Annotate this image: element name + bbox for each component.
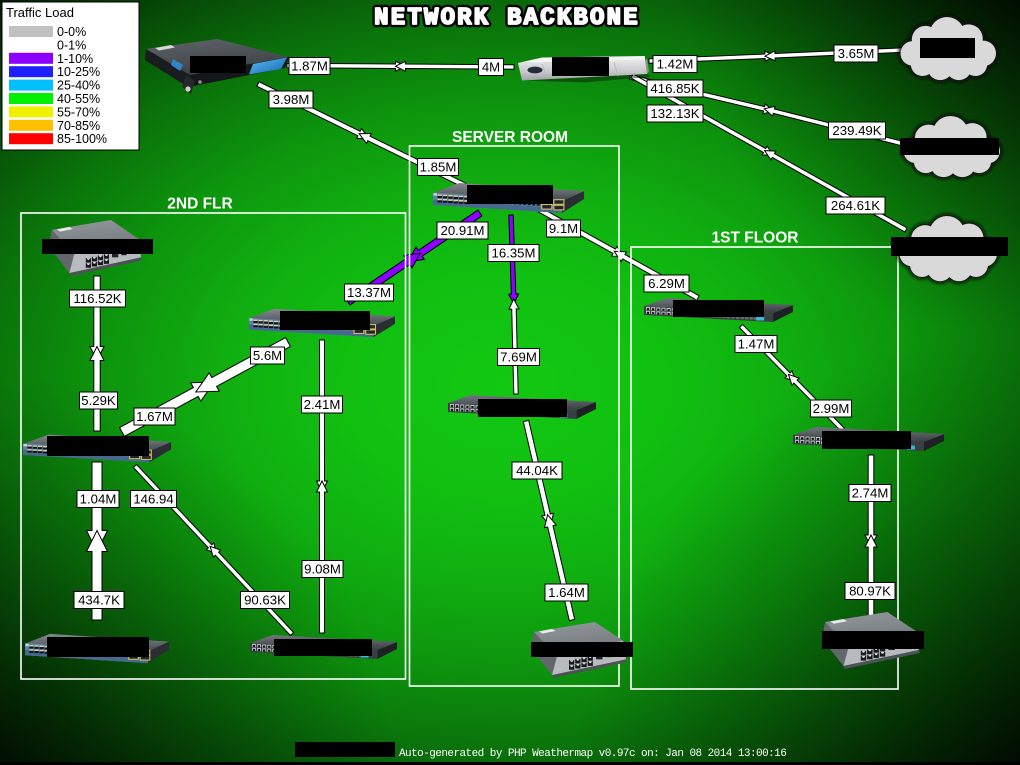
svg-text:264.61K: 264.61K (831, 198, 880, 213)
svg-text:70-85%: 70-85% (57, 119, 100, 133)
svg-text:3.65M: 3.65M (838, 46, 875, 61)
svg-text:2.41M: 2.41M (304, 397, 341, 412)
svg-text:25-40%: 25-40% (57, 79, 100, 93)
svg-text:4M: 4M (482, 60, 500, 75)
svg-text:2.99M: 2.99M (813, 401, 850, 416)
svg-text:132.13K: 132.13K (650, 106, 699, 121)
svg-text:2.74M: 2.74M (852, 486, 889, 501)
svg-text:3.98M: 3.98M (273, 92, 310, 107)
svg-text:1ST FLOOR: 1ST FLOOR (712, 230, 799, 247)
svg-text:16.35M: 16.35M (492, 246, 536, 261)
svg-text:44.04K: 44.04K (516, 463, 558, 478)
svg-text:5.6M: 5.6M (253, 348, 282, 363)
svg-text:85-100%: 85-100% (57, 132, 107, 146)
svg-text:Auto-generated by PHP Weatherm: Auto-generated by PHP Weathermap v0.97c … (399, 748, 786, 760)
svg-text:40-55%: 40-55% (57, 92, 100, 106)
svg-text:1.47M: 1.47M (738, 337, 775, 352)
svg-text:NETWORK BACKBONE: NETWORK BACKBONE (374, 5, 640, 32)
svg-text:9.08M: 9.08M (304, 562, 341, 577)
svg-text:2ND FLR: 2ND FLR (167, 196, 232, 213)
svg-text:SERVER ROOM: SERVER ROOM (452, 129, 568, 146)
svg-text:416.85K: 416.85K (650, 81, 699, 96)
svg-text:Traffic Load: Traffic Load (6, 5, 74, 20)
svg-text:1-10%: 1-10% (57, 52, 93, 66)
svg-text:20.91M: 20.91M (441, 223, 485, 238)
svg-text:1.87M: 1.87M (291, 59, 328, 74)
svg-text:1.67M: 1.67M (136, 409, 173, 424)
svg-text:6.29M: 6.29M (648, 276, 685, 291)
svg-text:0-1%: 0-1% (57, 38, 86, 52)
svg-text:146.94: 146.94 (133, 492, 173, 507)
svg-text:80.97K: 80.97K (849, 584, 891, 599)
svg-text:10-25%: 10-25% (57, 65, 100, 79)
svg-text:239.49K: 239.49K (832, 123, 881, 138)
svg-text:1.42M: 1.42M (657, 57, 694, 72)
svg-text:55-70%: 55-70% (57, 105, 100, 119)
svg-text:90.63K: 90.63K (244, 593, 286, 608)
svg-text:434.7K: 434.7K (78, 593, 120, 608)
svg-text:116.52K: 116.52K (73, 291, 121, 306)
svg-text:NETWORK BACKBONE: NETWORK BACKBONE (374, 5, 640, 32)
svg-text:1.64M: 1.64M (548, 585, 585, 600)
svg-text:13.37M: 13.37M (347, 285, 391, 300)
svg-text:1.04M: 1.04M (80, 492, 117, 507)
svg-text:9.1M: 9.1M (549, 221, 578, 236)
svg-text:1.85M: 1.85M (420, 160, 457, 175)
svg-text:5.29K: 5.29K (81, 393, 116, 408)
svg-text:0-0%: 0-0% (57, 25, 86, 39)
svg-text:7.69M: 7.69M (500, 350, 537, 365)
